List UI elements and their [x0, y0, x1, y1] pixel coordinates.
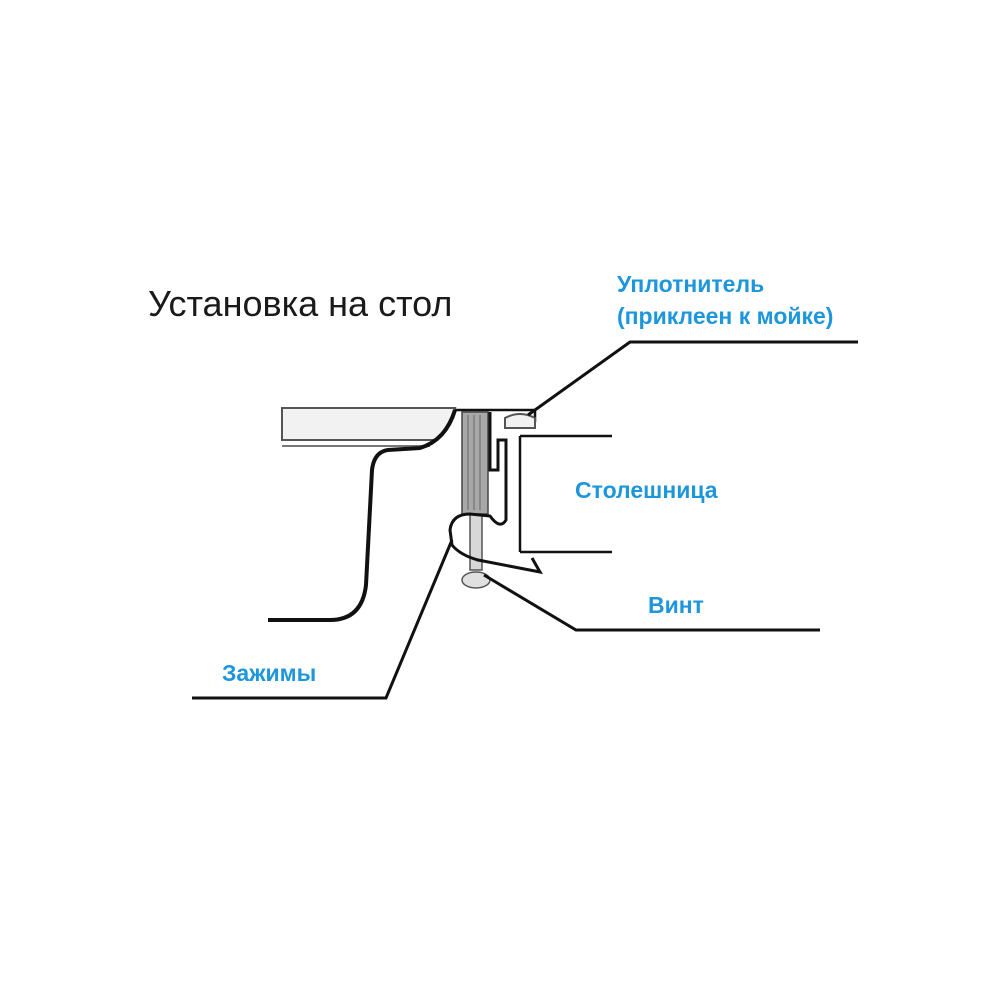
- leader-screw: [483, 573, 820, 632]
- countertop: [518, 434, 612, 554]
- diagram-title: Установка на стол: [148, 283, 453, 324]
- leader-clamps: [192, 539, 454, 700]
- label-seal-line1: Уплотнитель: [617, 271, 765, 297]
- sink-rim: [281, 407, 457, 447]
- leader-seal: [527, 340, 858, 417]
- sink-bowl-wall: [268, 409, 457, 622]
- clamp: [448, 412, 543, 575]
- label-screw: Винт: [648, 592, 704, 618]
- label-clamps: Зажимы: [222, 660, 317, 686]
- label-seal: Уплотнитель (приклеен к мойке): [617, 268, 833, 332]
- label-seal-line2: (приклеен к мойке): [617, 303, 834, 329]
- seal: [504, 413, 536, 429]
- label-countertop: Столешница: [575, 477, 718, 503]
